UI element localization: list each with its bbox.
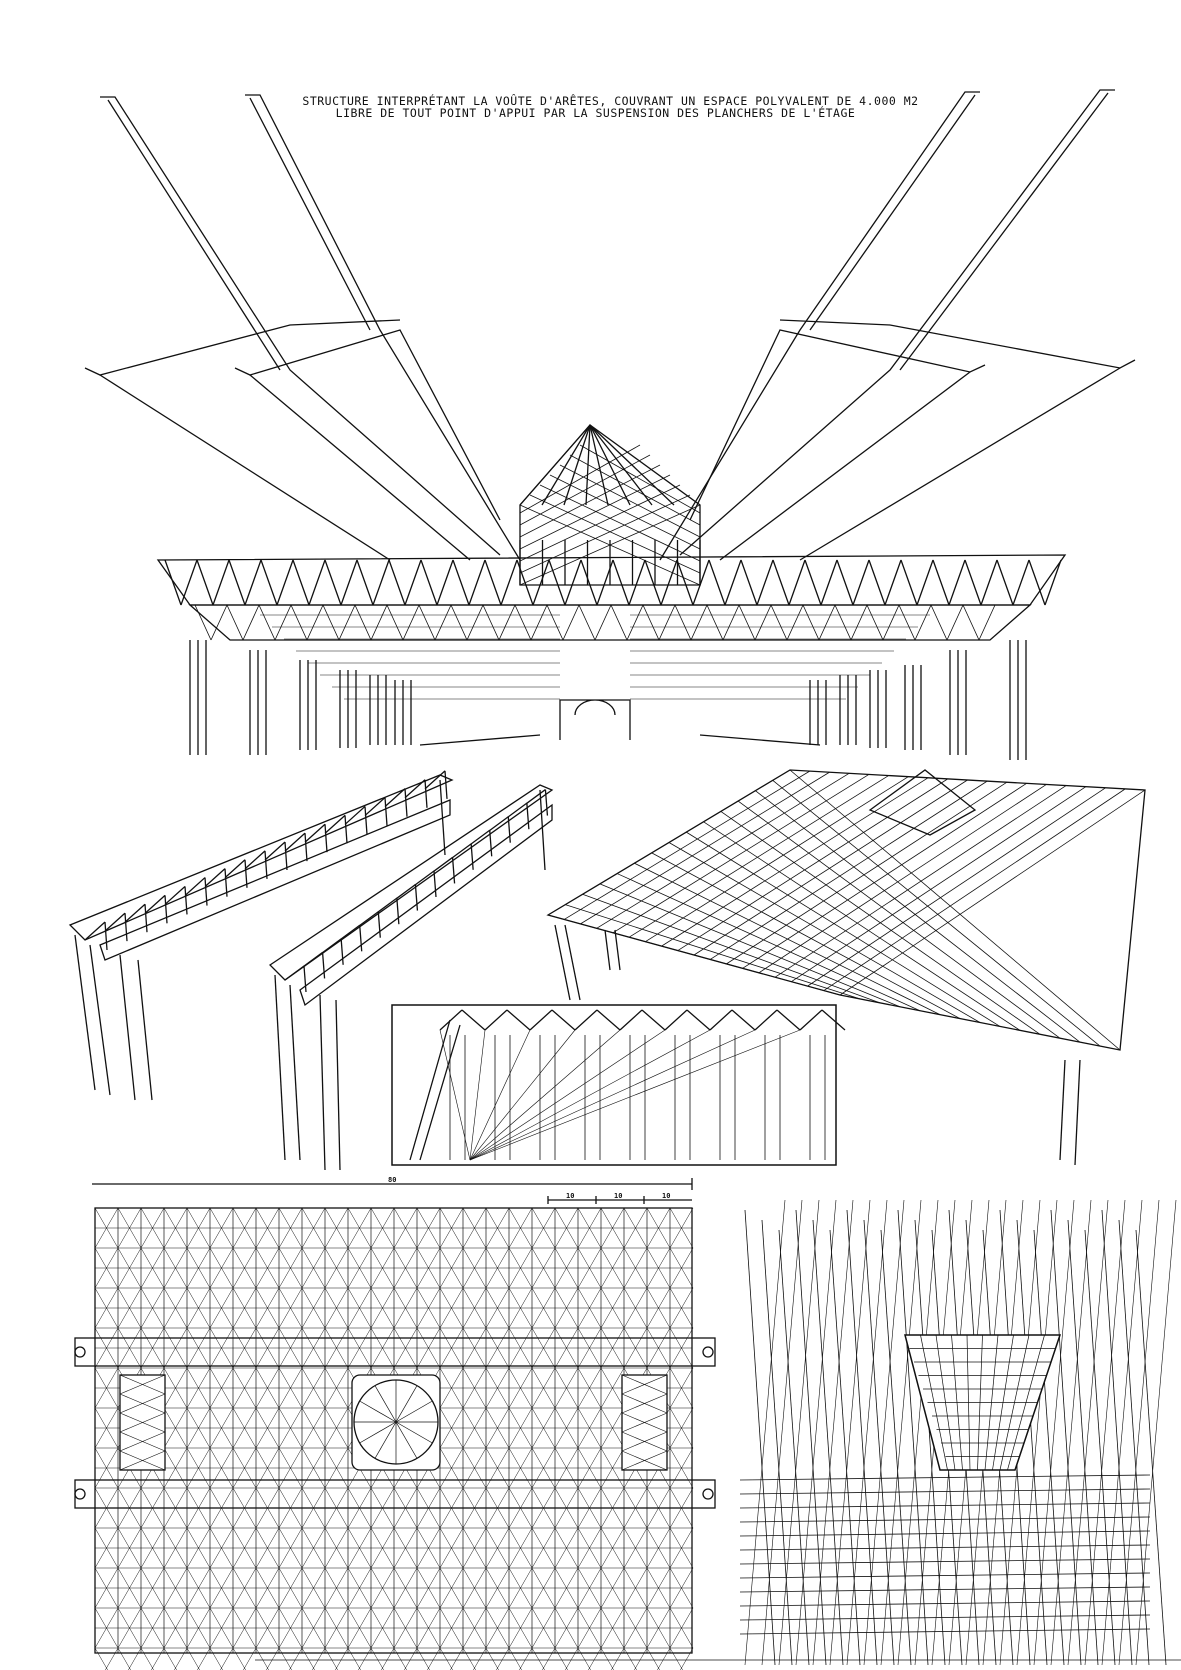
interior-inset-view — [391, 1004, 846, 1166]
scale-segment-label: 10 — [566, 1192, 575, 1200]
roof-grid-perspective-view — [546, 769, 1146, 1166]
interior-perspective-view — [739, 1199, 1177, 1666]
floor-plan — [74, 1178, 716, 1670]
sheet-title-line-2: LIBRE DE TOUT POINT D'APPUI PAR LA SUSPE… — [335, 106, 856, 120]
scale-segment-label: 10 — [662, 1192, 671, 1200]
scale-segment-label: 10 — [614, 1192, 623, 1200]
scale-total-label: 80 — [388, 1176, 397, 1184]
truss-perspective-view — [68, 770, 554, 1171]
main-perspective-view — [84, 89, 1136, 760]
sheet-title-line-1: STRUCTURE INTERPRÉTANT LA VOÛTE D'ARÊTES… — [302, 94, 919, 108]
